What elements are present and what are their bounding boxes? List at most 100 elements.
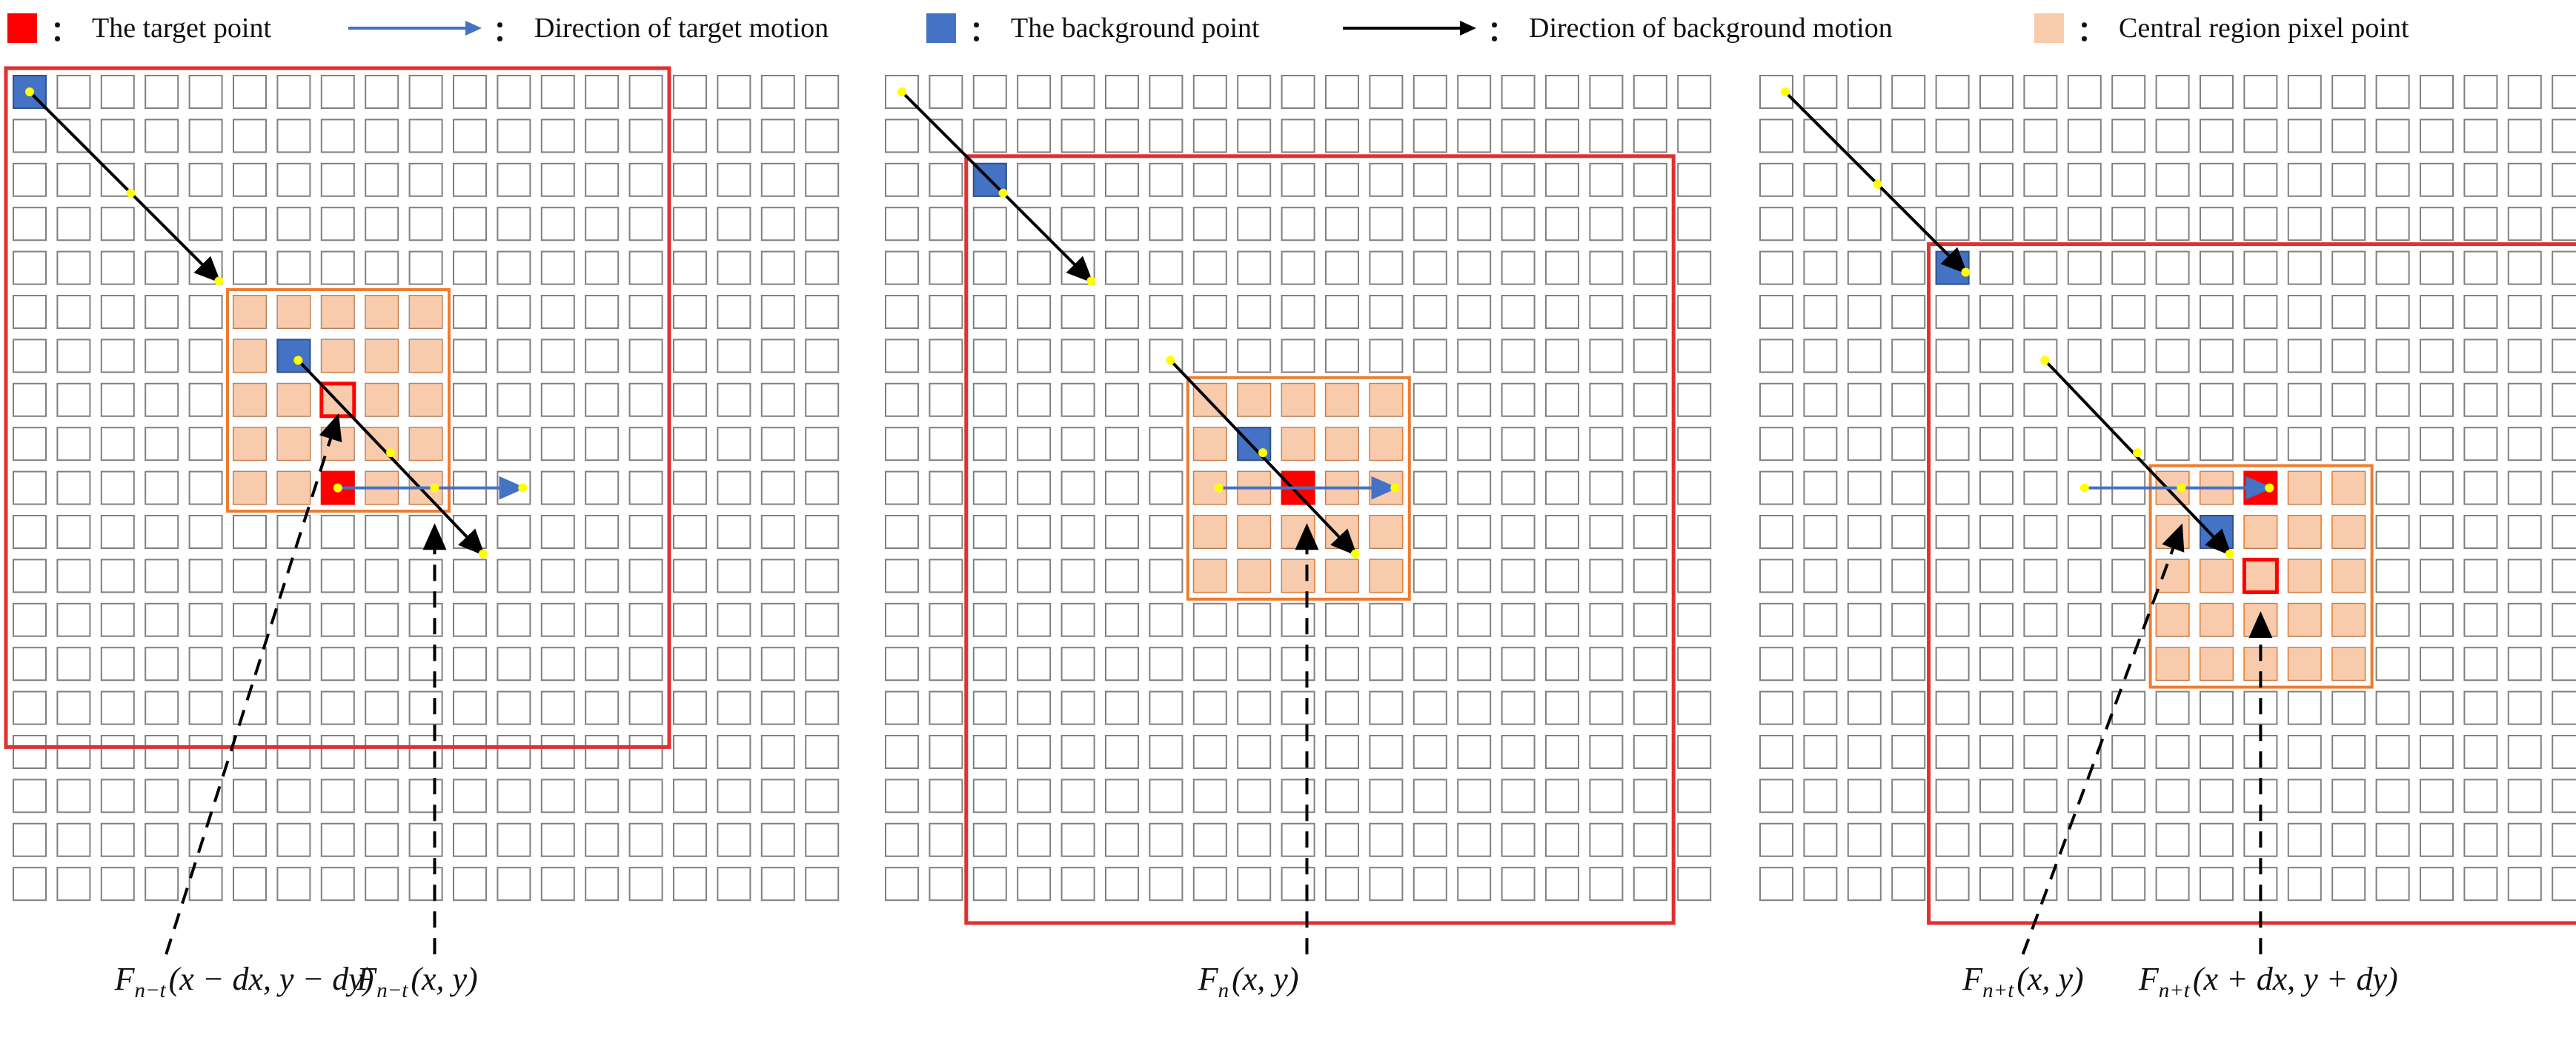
grid-cell [2200, 427, 2234, 462]
grid-cell [497, 207, 531, 241]
grid-cell [673, 470, 707, 505]
grid-cell [972, 602, 1007, 637]
grid-cell [1060, 207, 1095, 241]
grid-cell [972, 207, 1007, 241]
grid-cell [805, 162, 840, 197]
central-region-cell [1281, 427, 1315, 461]
grid-cell [1501, 690, 1536, 725]
grid-cell [1149, 735, 1184, 769]
grid-cell [1017, 162, 1052, 197]
grid-cell [805, 250, 840, 285]
grid-cell [2507, 515, 2542, 549]
grid-cell [1105, 822, 1139, 857]
grid-cell [585, 75, 620, 109]
grid-cell [1237, 735, 1272, 769]
grid-cell [2375, 735, 2410, 769]
central-region-cell [1369, 515, 1403, 549]
grid-cell [188, 822, 223, 857]
grid-cell [365, 735, 399, 769]
grid-cell [540, 690, 575, 725]
frame-symbol: F [356, 961, 377, 997]
central-region-cell [365, 339, 399, 373]
central-region-border [1186, 376, 1411, 601]
grid-cell [1803, 250, 1838, 285]
grid-cell [1105, 339, 1139, 373]
grid-cell [2507, 339, 2542, 373]
grid-cell [1633, 602, 1667, 637]
grid-cell [2067, 779, 2102, 813]
grid-cell [2111, 515, 2146, 549]
grid-cell [2155, 119, 2190, 153]
grid-cell [1105, 559, 1139, 593]
grid-cell [1759, 339, 1793, 373]
grid-cell [2420, 75, 2454, 109]
grid-cell [1192, 119, 1227, 153]
grid-cell [2375, 295, 2410, 329]
central-region-cell [2331, 471, 2366, 505]
grid-cell [320, 647, 355, 682]
grid-cell [233, 822, 267, 857]
grid-cell [1325, 295, 1359, 329]
grid-cell [1759, 602, 1793, 637]
grid-cell [972, 427, 1007, 462]
grid-cell [717, 559, 751, 593]
panel-label: (a) [377, 1041, 425, 1046]
grid-cell [760, 779, 795, 813]
grid-cell [1891, 295, 1926, 329]
grid-cell [1803, 602, 1838, 637]
grid-cell [2243, 207, 2278, 241]
legend-background-label: The background point [1011, 13, 1260, 44]
grid-cell [1237, 162, 1272, 197]
legend-target-motion-label: Direction of target motion [534, 13, 829, 44]
grid-cell [1545, 162, 1579, 197]
grid-cell [2287, 427, 2322, 462]
grid-cell [56, 470, 91, 505]
grid-cell [1803, 427, 1838, 462]
grid-cell [717, 382, 751, 417]
grid-cell [673, 515, 707, 549]
central-region-cell [2288, 559, 2322, 593]
central-region-cell [2288, 471, 2322, 505]
grid-cell [320, 559, 355, 593]
grid-cell [2507, 647, 2542, 682]
grid-cell [2420, 647, 2454, 682]
grid-cell [1677, 867, 1712, 902]
grid-cell [408, 250, 443, 285]
point-marker [1166, 356, 1175, 365]
grid-cell [2507, 559, 2542, 593]
grid-cell [2331, 427, 2366, 462]
grid-cell [1060, 647, 1095, 682]
grid-cell [100, 207, 135, 241]
grid-cell [929, 207, 963, 241]
central-region-cell [1369, 427, 1403, 461]
grid-cell [2023, 382, 2058, 417]
central-region-cell [276, 471, 311, 505]
grid-cell [2111, 867, 2146, 902]
frame-label: Fn+t(x + dx, y + dy) [2138, 961, 2398, 1002]
grid-cell [1281, 779, 1315, 813]
grid-cell [585, 207, 620, 241]
grid-cell [2331, 735, 2366, 769]
grid-cell [145, 119, 179, 153]
grid-cell [408, 559, 443, 593]
grid-cell [540, 295, 575, 329]
grid-cell [540, 75, 575, 109]
grid-cell [1803, 822, 1838, 857]
central-region-cell [2288, 603, 2322, 637]
grid-cell [1847, 119, 1882, 153]
grid-cell [2067, 339, 2102, 373]
grid-cell [2331, 119, 2366, 153]
grid-cell [1891, 647, 1926, 682]
point-marker [2040, 356, 2050, 365]
grid-cell [1589, 779, 1624, 813]
grid-cell [1237, 339, 1272, 373]
grid-cell [1060, 470, 1095, 505]
grid-cell [1149, 647, 1184, 682]
grid-cell [2552, 602, 2576, 637]
grid-cell [760, 250, 795, 285]
point-marker [2225, 549, 2234, 559]
grid-cell [2507, 119, 2542, 153]
grid-cell [1413, 559, 1447, 593]
grid-cell [717, 119, 751, 153]
